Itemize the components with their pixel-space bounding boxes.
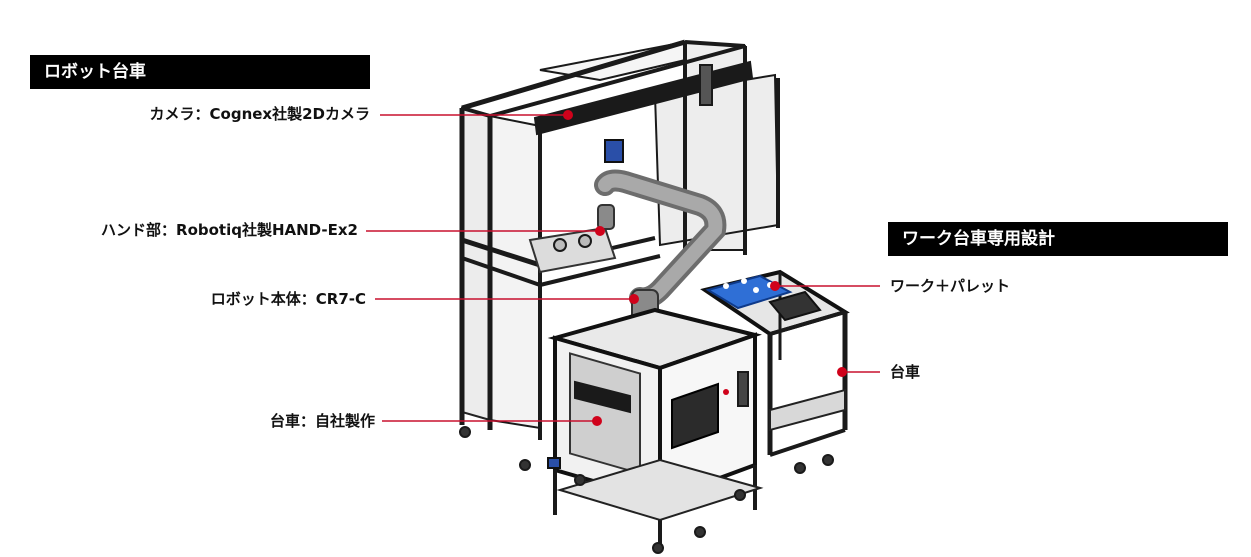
cart-self-callout-dot: [592, 416, 602, 426]
cart-label: 台車: [890, 363, 921, 381]
work-cart-tag: ワーク台車専用設計: [888, 222, 1228, 256]
work-pallet-callout-dot: [770, 281, 780, 291]
robot-cart-tag: ロボット台車: [30, 55, 370, 89]
camera-label: カメラ：Cognex社製2Dカメラ: [149, 105, 370, 123]
cart-callout-dot: [837, 367, 847, 377]
work-pallet-label: ワーク＋パレット: [890, 277, 1011, 295]
hand-callout-dot: [595, 226, 605, 236]
cart-self-label: 台車：自社製作: [269, 412, 375, 430]
camera-callout-dot: [563, 110, 573, 120]
hand-label: ハンド部：Robotiq社製HAND-Ex2: [101, 221, 358, 239]
robot-body-callout-dot: [629, 294, 639, 304]
robot-body-label: ロボット本体：CR7-C: [210, 290, 366, 308]
